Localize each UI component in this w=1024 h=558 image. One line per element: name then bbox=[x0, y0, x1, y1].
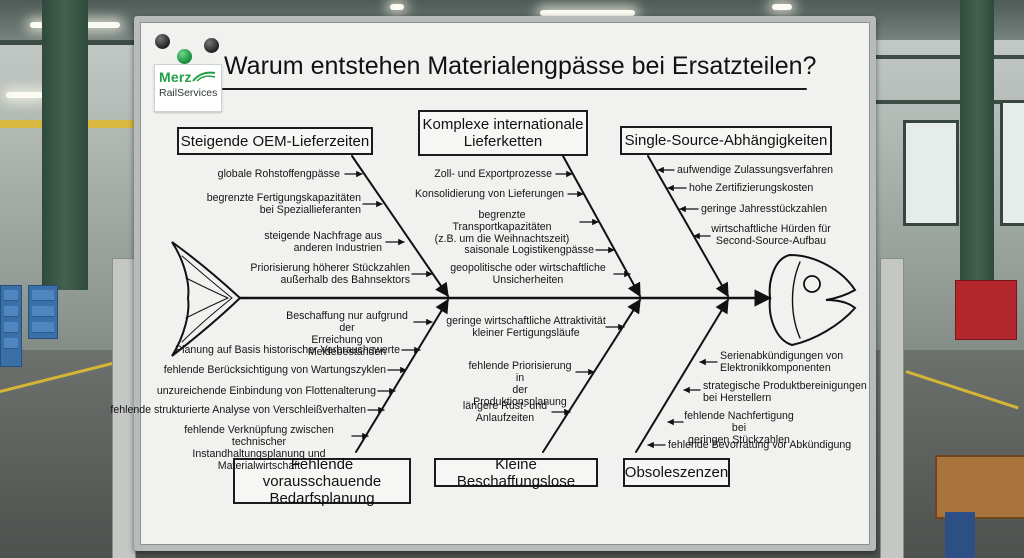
cause-planning-2: Planung auf Basis historischer Verbrauch… bbox=[175, 344, 400, 356]
cause-chains-4: saisonale Logistikengpässe bbox=[464, 244, 594, 256]
category-small-lots: Kleine Beschaffungslose bbox=[434, 456, 598, 490]
cause-lots-2: fehlende Priorisierung in der Produktion… bbox=[468, 360, 572, 408]
tool-cabinet-red bbox=[955, 280, 1017, 340]
steel-pillar bbox=[42, 0, 88, 290]
fish-tail bbox=[171, 241, 242, 357]
category-demand-planning: Fehlende vorausschauende Bedarfsplanung bbox=[233, 456, 411, 507]
roof-beam bbox=[876, 100, 1024, 104]
workbench-leg bbox=[945, 512, 975, 558]
ceiling-light bbox=[390, 4, 404, 10]
cause-planning-3: fehlende Berücksichtigung von Wartungszy… bbox=[163, 364, 386, 376]
category-single-source: Single-Source-Abhängigkeiten bbox=[620, 126, 832, 155]
board-stand bbox=[880, 258, 904, 558]
fish-head bbox=[768, 253, 857, 347]
tool-cabinet bbox=[28, 285, 58, 339]
cause-planning-5: fehlende strukturierte Analyse von Versc… bbox=[110, 404, 366, 416]
bone-obsolete bbox=[635, 298, 729, 453]
cause-chains-2: Konsolidierung von Lieferungen bbox=[414, 188, 564, 200]
category-supply-chains: Komplexe internationale Lieferketten bbox=[418, 110, 588, 156]
magnet bbox=[204, 38, 219, 53]
cause-obsolete-2: strategische Produktbereinigungen bei He… bbox=[703, 380, 867, 404]
magnet bbox=[177, 49, 192, 64]
title-underline bbox=[222, 88, 807, 90]
bone-single bbox=[647, 155, 729, 298]
ceiling-light bbox=[6, 92, 44, 98]
hall-window bbox=[1000, 100, 1024, 226]
board-stand bbox=[112, 258, 136, 558]
cause-chains-1: Zoll- und Exportprozesse bbox=[434, 168, 552, 180]
tool-cabinet bbox=[0, 285, 22, 367]
ceiling-light bbox=[772, 4, 792, 10]
hall-window bbox=[903, 120, 959, 226]
cause-lots-3: längere Rüst- und Anlaufzeiten bbox=[462, 400, 548, 424]
magnet bbox=[155, 34, 170, 49]
cause-oem-2: begrenzte Fertigungskapazitäten bei Spez… bbox=[206, 192, 361, 216]
cause-oem-3: steigende Nachfrage aus anderen Industri… bbox=[264, 230, 382, 254]
cause-chains-3: begrenzte Transportkapazitäten (z.B. um … bbox=[434, 209, 570, 245]
cause-obsolete-4: fehlende Bevorratung vor Abkündigung bbox=[668, 439, 852, 451]
bone-planning bbox=[355, 298, 449, 453]
cause-obsolete-3: fehlende Nachfertigung bei geringen Stüc… bbox=[684, 410, 794, 446]
company-logo: Merz RailServices bbox=[154, 64, 222, 112]
cause-oem-4: Priorisierung höherer Stückzahlen außerh… bbox=[250, 262, 410, 286]
logo-line1: Merz bbox=[159, 69, 192, 85]
cause-chains-5: geopolitische oder wirtschaftliche Unsic… bbox=[450, 262, 606, 286]
cause-single-3: geringe Jahresstückzahlen bbox=[701, 203, 828, 215]
category-oem-lead-times: Steigende OEM-Lieferzeiten bbox=[177, 127, 373, 155]
cause-single-4: wirtschaftliche Hürden für Second-Source… bbox=[711, 223, 831, 247]
cause-lots-1: geringe wirtschaftliche Attraktivität kl… bbox=[446, 315, 606, 339]
category-obsolescence: Obsoleszenzen bbox=[623, 458, 730, 487]
cause-planning-6: fehlende Verknüpfung zwischen technische… bbox=[184, 424, 334, 472]
logo-line2: RailServices bbox=[159, 87, 218, 99]
cause-oem-1: globale Rohstoffengpässe bbox=[217, 168, 340, 180]
logo-swoosh-icon bbox=[192, 71, 216, 82]
cause-single-1: aufwendige Zulassungsverfahren bbox=[677, 164, 834, 176]
workbench bbox=[935, 455, 1024, 519]
roof-beam bbox=[876, 55, 1024, 59]
ceiling-light bbox=[540, 10, 635, 16]
cause-planning-4: unzureichende Einbindung von Flottenalte… bbox=[156, 385, 376, 397]
cause-single-2: hohe Zertifizierungskosten bbox=[689, 182, 814, 194]
cause-obsolete-1: Serienabkündigungen von Elektronikkompon… bbox=[720, 350, 844, 374]
steel-pillar bbox=[960, 0, 994, 330]
page-title: Warum entstehen Materialengpässe bei Ers… bbox=[224, 52, 817, 80]
cause-planning-1: Beschaffung nur aufgrund der Erreichung … bbox=[286, 310, 408, 358]
